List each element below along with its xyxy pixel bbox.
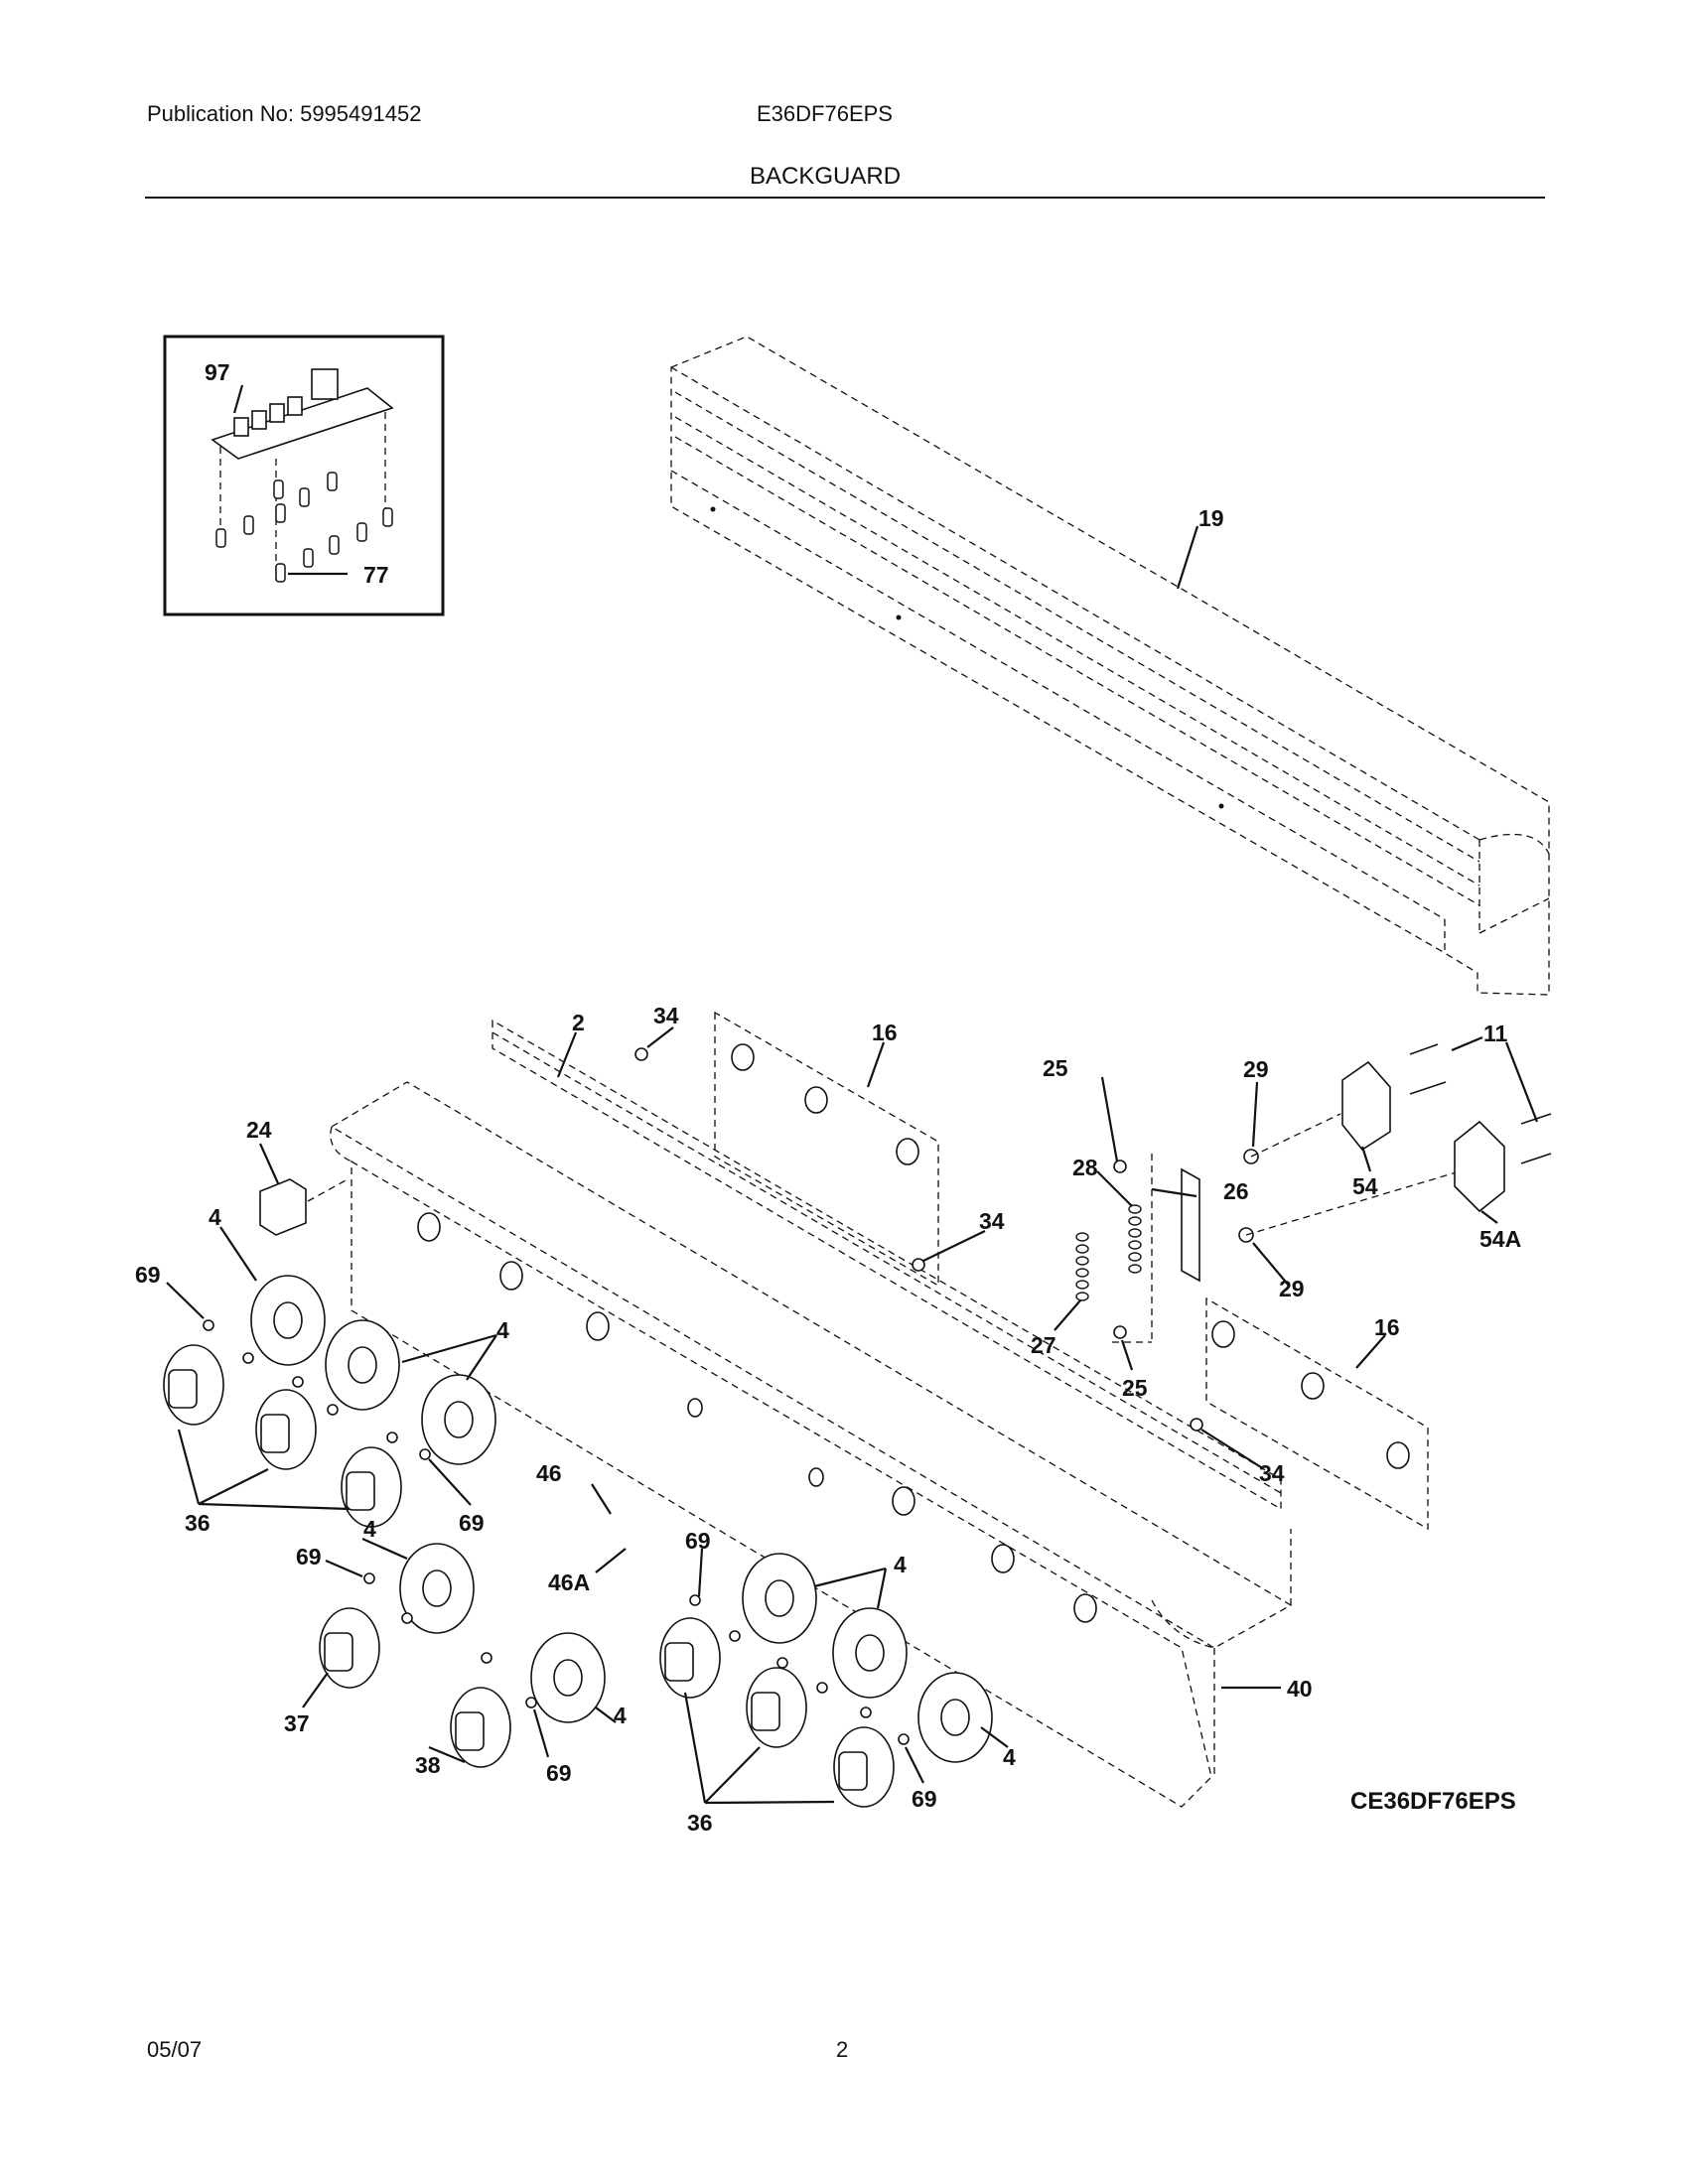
callout-2: 2 <box>572 1010 585 1035</box>
callout-4-b: 4 <box>496 1317 509 1343</box>
callout-54A: 54A <box>1479 1226 1521 1252</box>
callout-97: 97 <box>205 359 230 385</box>
knob-callout-labels: 4 69 4 36 69 46 4 69 46A 69 4 37 38 69 4… <box>135 1204 1016 1836</box>
part-24-rocker-switch: 24 <box>246 1117 349 1236</box>
callout-69-c: 69 <box>296 1544 322 1570</box>
callout-16-right: 16 <box>1374 1314 1400 1340</box>
callout-77: 77 <box>363 562 389 588</box>
callout-16-upper: 16 <box>872 1020 898 1045</box>
footer-date: 05/07 <box>147 2037 203 2062</box>
part-40-control-panel: 40 <box>330 1081 1313 1808</box>
callout-4-f: 4 <box>1003 1744 1016 1770</box>
callout-11: 11 <box>1483 1021 1508 1046</box>
callout-46A: 46A <box>548 1570 590 1595</box>
screws-34: 34 34 34 <box>634 1003 1285 1486</box>
callout-40: 40 <box>1287 1676 1313 1702</box>
section-title: BACKGUARD <box>750 163 902 190</box>
callout-24: 24 <box>246 1117 272 1143</box>
header-rule <box>145 197 1545 199</box>
callout-25-bottom: 25 <box>1122 1375 1148 1401</box>
callout-69-a: 69 <box>135 1262 161 1288</box>
callout-34-top: 34 <box>653 1003 679 1028</box>
control-board-inset: 97 77 <box>163 335 445 616</box>
callout-38: 38 <box>415 1752 441 1778</box>
callout-4-e: 4 <box>614 1703 627 1728</box>
callout-54: 54 <box>1352 1173 1378 1199</box>
publication-number: Publication No: 5995491452 <box>147 101 422 126</box>
callout-69-d: 69 <box>685 1528 711 1554</box>
callout-29-top: 29 <box>1243 1056 1269 1082</box>
callout-4-d: 4 <box>894 1552 907 1577</box>
callout-69-b: 69 <box>459 1510 485 1536</box>
callout-28: 28 <box>1072 1155 1098 1180</box>
callout-19: 19 <box>1198 505 1224 531</box>
part-16-bracket-upper: 16 <box>714 1011 939 1288</box>
callout-29-bottom: 29 <box>1279 1276 1305 1301</box>
callout-34-mid: 34 <box>979 1208 1005 1234</box>
part-19-backguard-top: 19 <box>670 336 1550 996</box>
figure-code: CE36DF76EPS <box>1350 1788 1516 1815</box>
callout-25-top: 25 <box>1043 1055 1068 1081</box>
part-16-bracket-right: 16 <box>1205 1297 1429 1531</box>
footer-page-number: 2 <box>836 2037 849 2062</box>
callout-69-f: 69 <box>912 1786 937 1812</box>
model-number: E36DF76EPS <box>757 101 893 126</box>
knobs-and-bezels <box>163 1212 1097 1808</box>
callout-69-e: 69 <box>546 1760 572 1786</box>
callout-27: 27 <box>1031 1332 1056 1358</box>
callout-4-a: 4 <box>209 1204 221 1230</box>
callout-46: 46 <box>536 1460 562 1486</box>
callout-34-right: 34 <box>1259 1460 1285 1486</box>
knob-callout-leaders <box>166 1226 1009 1805</box>
callout-36-b: 36 <box>687 1810 713 1836</box>
callout-26: 26 <box>1223 1178 1249 1204</box>
callout-4-c: 4 <box>363 1516 376 1542</box>
switch-assembly: 25 29 11 54 54A 28 26 29 27 25 <box>1031 1021 1552 1401</box>
callout-37: 37 <box>284 1710 310 1736</box>
callout-36-a: 36 <box>185 1510 211 1536</box>
part-2-trim-strip: 2 <box>492 1010 1282 1511</box>
